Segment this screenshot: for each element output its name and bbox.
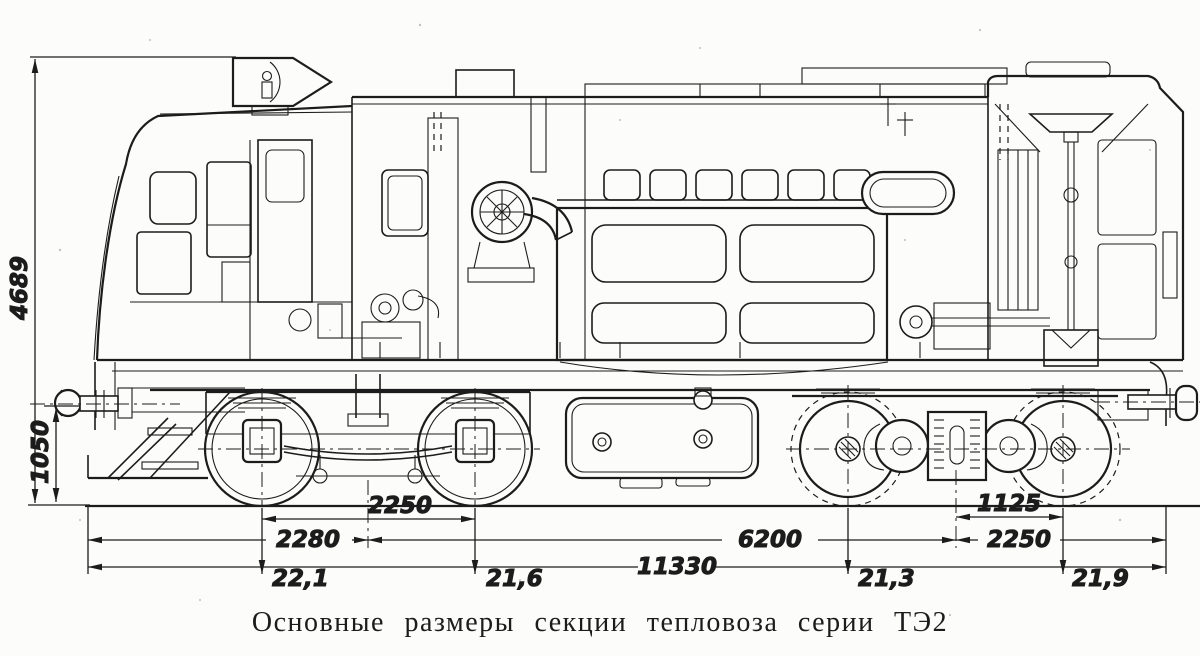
turbo-blower <box>467 180 574 283</box>
engine-inspection-window <box>591 224 727 283</box>
axle-load-arrows <box>258 508 1067 574</box>
engine-inspection-window <box>739 224 875 283</box>
axle-load-1: 22,1 <box>272 566 329 592</box>
cab <box>130 139 440 360</box>
cab-side-window <box>136 231 192 295</box>
radiator-panel <box>1097 243 1157 340</box>
front-handrail <box>93 175 120 361</box>
dim-pivot-spacing: 6200 <box>738 527 802 553</box>
step <box>141 461 199 470</box>
dim-front-bogie-wheelbase: 2250 <box>368 493 432 519</box>
fan-roof-hood <box>1025 61 1111 78</box>
front-pilot <box>87 391 231 481</box>
dim-overall-length: 11330 <box>637 554 717 580</box>
traction-motor <box>874 418 930 474</box>
control-stand <box>221 261 251 303</box>
locomotive-drawing <box>30 56 1200 548</box>
axle-load-4: 21,9 <box>1072 566 1129 592</box>
bogie-pivot-block <box>926 410 988 482</box>
dimension-annotations: 4689 1050 2250 1125 2280 6200 2250 11330 <box>7 56 1167 593</box>
axle-load-3: 21,3 <box>858 566 915 592</box>
dim-coupler-height: 1050 <box>28 420 54 484</box>
front-coupler <box>53 387 245 419</box>
fuel-tank <box>564 387 760 489</box>
roof-box <box>801 67 1008 85</box>
drawing-caption: Основные размеры секции тепловоза серии … <box>252 607 948 638</box>
traction-motor <box>981 418 1037 474</box>
dim-rear-bogie-wheelbase: 2250 <box>987 527 1051 553</box>
engine-inspection-window <box>739 302 875 344</box>
step <box>147 427 193 436</box>
hood-front-compartment <box>381 67 1009 361</box>
radiator-panel <box>1097 139 1157 236</box>
centerlines <box>30 385 1200 548</box>
dim-overall-height: 4689 <box>7 256 33 321</box>
axle-load-2: 21,6 <box>486 566 543 592</box>
dim-pivot-to-rear-axle: 1125 <box>977 491 1041 517</box>
cab-windshield <box>149 171 197 225</box>
dim-front-overhang: 2280 <box>276 527 340 553</box>
cooling-fan <box>1027 113 1115 133</box>
headlight <box>231 56 334 116</box>
roof-air-intake <box>455 69 515 98</box>
radiator-section <box>994 61 1178 367</box>
engine-inspection-window <box>591 302 727 344</box>
roof-hatch-strip <box>584 83 986 98</box>
main-generator <box>860 96 1050 350</box>
